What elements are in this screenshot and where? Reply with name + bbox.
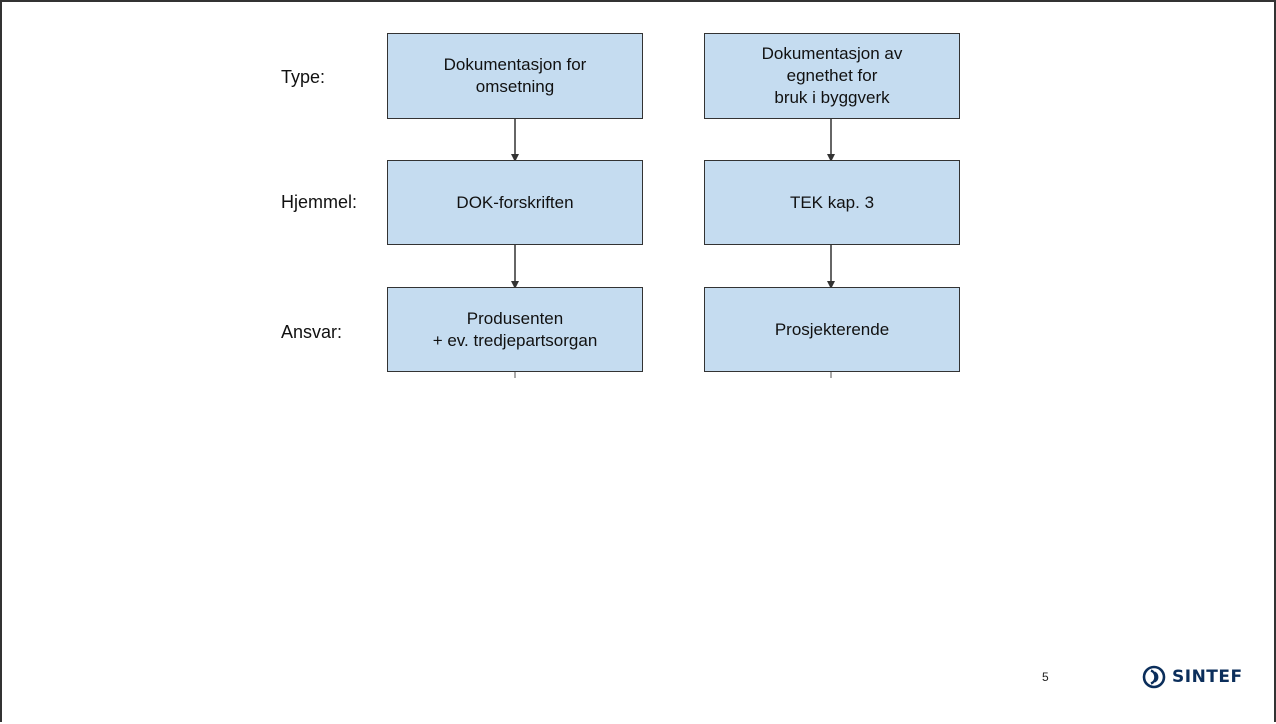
sintef-logo: SINTEF (1142, 665, 1243, 689)
box-left-type: Dokumentasjon for omsetning (387, 33, 643, 119)
box-right-type: Dokumentasjon av egnethet for bruk i byg… (704, 33, 960, 119)
box-left-hjemmel: DOK-forskriften (387, 160, 643, 245)
page-number: 5 (1042, 670, 1049, 684)
row-label-hjemmel: Hjemmel: (281, 192, 358, 212)
sintef-logo-icon (1142, 665, 1166, 689)
box-left-ansvar: Produsenten + ev. tredjepartsorgan (387, 287, 643, 372)
box-right-hjemmel: TEK kap. 3 (704, 160, 960, 245)
logo-text: SINTEF (1172, 667, 1243, 687)
row-label-ansvar: Ansvar: (281, 322, 343, 342)
box-right-ansvar: Prosjekterende (704, 287, 960, 372)
row-label-type: Type: (281, 67, 326, 87)
